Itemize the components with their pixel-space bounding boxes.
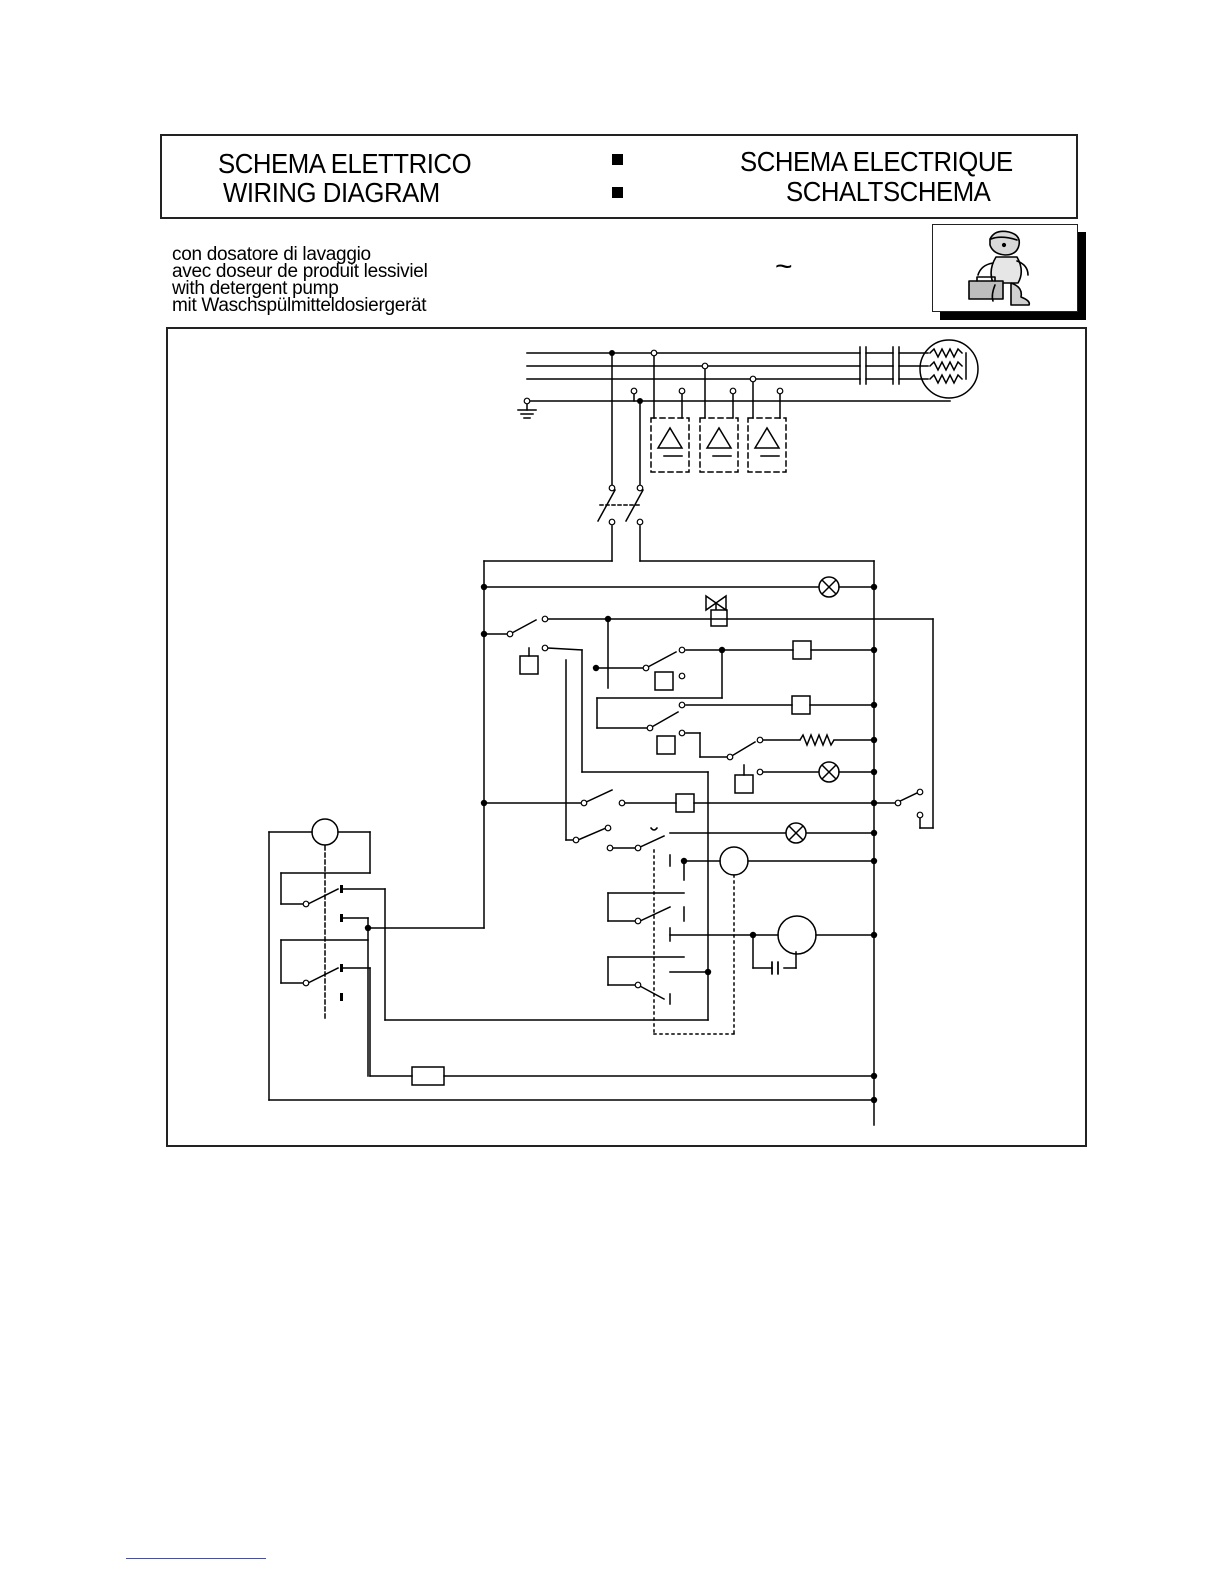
footer-rule: [126, 1558, 266, 1559]
suppressor-blocks: [634, 353, 786, 472]
motor-icon: [778, 916, 816, 954]
junction-dots: [365, 350, 877, 1103]
contact-bars: [340, 885, 343, 1001]
boiler-heater: [920, 340, 978, 398]
lamp-icon: [819, 762, 839, 782]
solenoid-valve-icon: [706, 596, 727, 626]
main-switch: [598, 353, 643, 561]
control-circuit: [484, 561, 933, 1125]
motor-icon: [720, 847, 748, 875]
supply-bus-lines: [527, 347, 950, 401]
terminal-points: [303, 350, 923, 988]
lamp-icon: [819, 577, 839, 597]
capacitor-icon: [772, 962, 778, 974]
resistor-icon: [800, 735, 834, 745]
lamp-icon: [786, 823, 806, 843]
